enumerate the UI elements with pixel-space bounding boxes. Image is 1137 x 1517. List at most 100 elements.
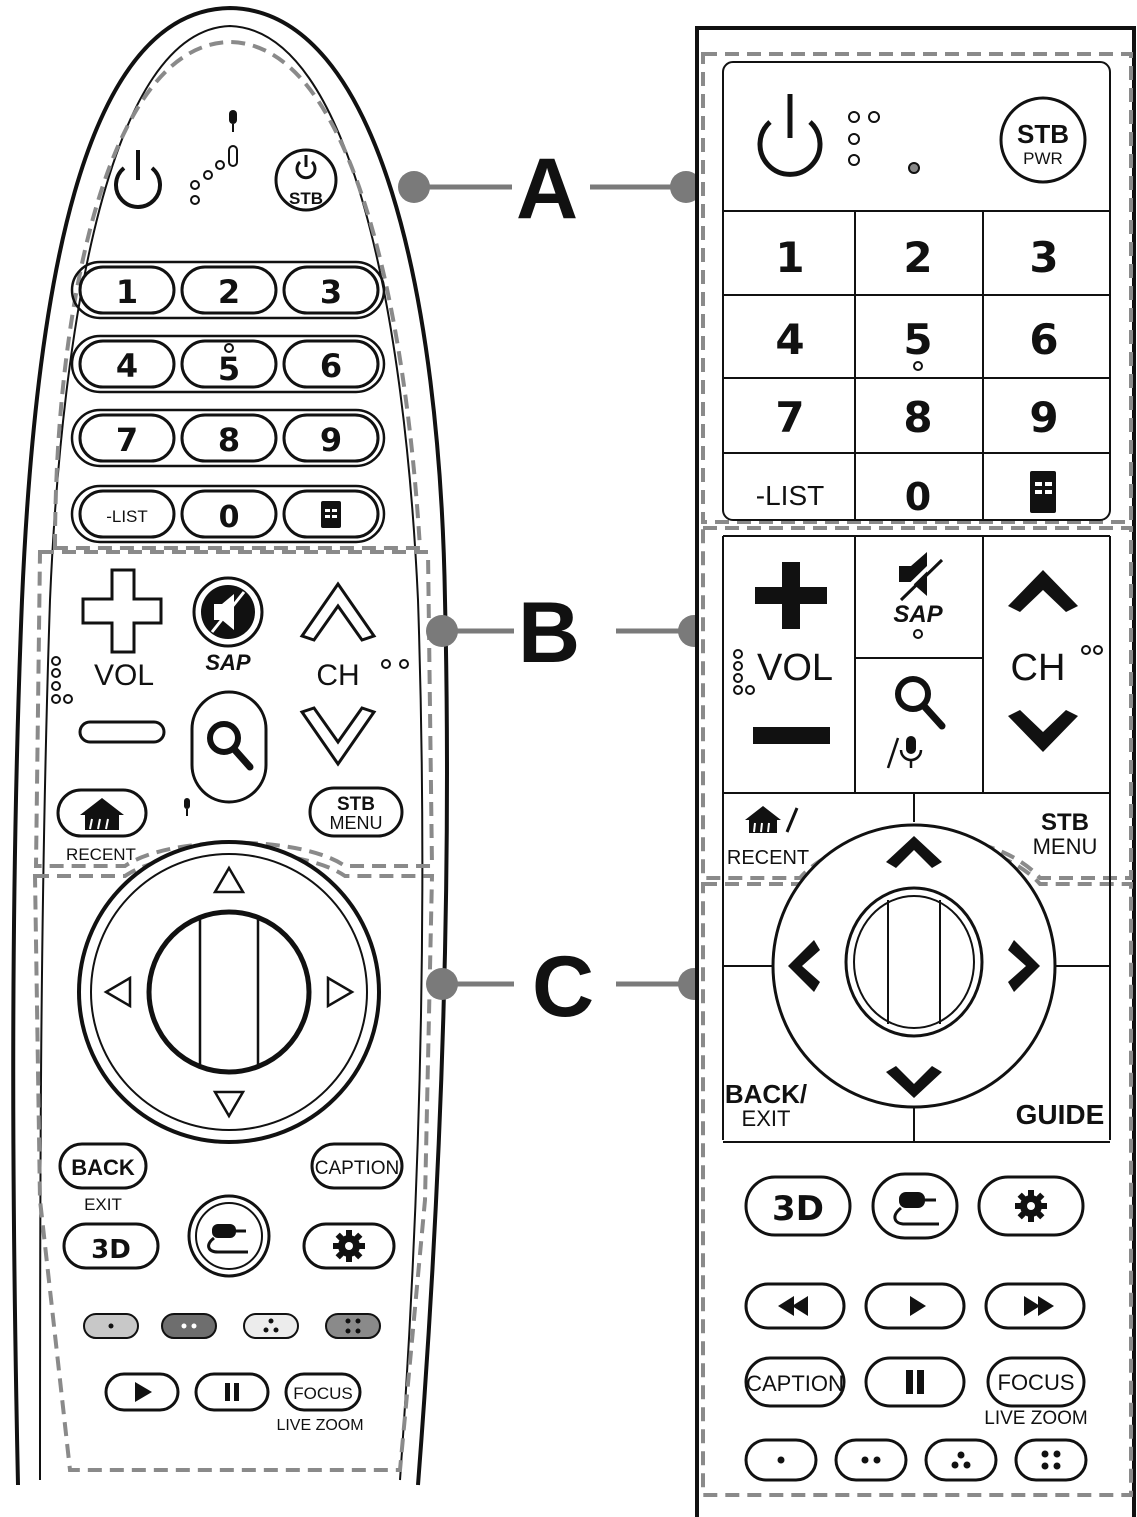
left-pause-button[interactable] [194, 1372, 270, 1412]
left-green-button[interactable] [161, 1313, 217, 1339]
left-stb-menu-button[interactable]: STB MENU [308, 786, 404, 838]
right-key-8[interactable]: 8 [903, 393, 932, 442]
left-home-button[interactable] [56, 788, 148, 838]
right-sap-dot-icon [913, 629, 923, 639]
left-key-6[interactable]: 6 [282, 339, 380, 389]
right-wheel-button[interactable] [844, 886, 984, 1038]
right-dpad-right-icon[interactable] [1008, 940, 1040, 992]
right-3d-button[interactable]: 3D [744, 1175, 852, 1237]
right-mic-icon [886, 736, 923, 769]
right-back-label[interactable]: BACK/ [725, 1079, 807, 1109]
left-vol-label: VOL [94, 659, 154, 692]
fast-forward-icon [1024, 1296, 1054, 1316]
right-key-1[interactable]: 1 [775, 233, 804, 282]
right-ch-up-button[interactable] [1008, 570, 1078, 612]
right-yellow-button[interactable] [924, 1438, 998, 1482]
left-focus-button[interactable]: FOCUS [284, 1372, 362, 1412]
right-vol-dots-icon [733, 649, 755, 695]
right-channel-list-icon[interactable] [1030, 471, 1056, 513]
left-key-3[interactable]: 3 [282, 265, 380, 315]
left-yellow-button[interactable] [243, 1313, 299, 1339]
left-ch-up-button[interactable] [299, 581, 377, 642]
rewind-icon [778, 1296, 808, 1316]
left-key-2[interactable]: 2 [180, 265, 278, 315]
left-dpad-right-icon[interactable] [326, 975, 355, 1009]
left-play-button[interactable] [104, 1372, 180, 1412]
right-red-button[interactable] [744, 1438, 818, 1482]
left-back-label: BACK [71, 1155, 135, 1180]
left-ch-down-button[interactable] [299, 706, 377, 767]
right-fast-forward-button[interactable] [984, 1282, 1086, 1330]
right-dpad-left-icon[interactable] [788, 940, 820, 992]
left-key-9[interactable]: 9 [282, 413, 380, 463]
right-mute-icon[interactable] [895, 552, 944, 602]
left-key-0[interactable]: 0 [180, 489, 278, 539]
left-blue-button[interactable] [325, 1313, 381, 1339]
left-dpad-down-icon[interactable] [212, 1090, 246, 1119]
right-key-4[interactable]: 4 [775, 315, 804, 364]
right-key-9[interactable]: 9 [1029, 393, 1058, 442]
right-green-button[interactable] [834, 1438, 908, 1482]
left-key-4[interactable]: 4 [78, 339, 176, 389]
right-key-6[interactable]: 6 [1029, 315, 1058, 364]
input-icon [207, 1224, 248, 1254]
right-rewind-button[interactable] [744, 1282, 846, 1330]
left-3d-button[interactable]: 3D [62, 1222, 160, 1270]
right-list-button[interactable]: -LIST [756, 480, 824, 511]
right-blue-button[interactable] [1014, 1438, 1088, 1482]
left-key-9-label: 9 [320, 421, 342, 459]
right-power-icon[interactable] [757, 94, 823, 177]
left-vol-up-button[interactable] [81, 568, 163, 654]
left-key-1[interactable]: 1 [78, 265, 176, 315]
right-key-2[interactable]: 2 [903, 233, 932, 282]
right-caption-button[interactable]: CAPTION [744, 1356, 846, 1408]
right-stb-pwr-button[interactable]: STB PWR [999, 96, 1087, 184]
left-key-8[interactable]: 8 [180, 413, 278, 463]
right-home-icon[interactable] [745, 806, 799, 833]
left-dpad[interactable] [77, 840, 381, 1144]
right-vol-down-button[interactable] [753, 727, 830, 744]
right-input-button[interactable] [871, 1172, 959, 1240]
mute-icon [210, 591, 246, 633]
right-key-3[interactable]: 3 [1029, 233, 1058, 282]
right-dpad-down-icon[interactable] [886, 1066, 942, 1098]
power-icon[interactable] [114, 150, 162, 209]
right-key-5[interactable]: 5 [903, 315, 932, 364]
right-focus-label: FOCUS [998, 1370, 1075, 1395]
left-sap-label: SAP [205, 650, 251, 675]
left-key-7[interactable]: 7 [78, 413, 176, 463]
left-list-button[interactable]: -LIST [78, 489, 176, 539]
left-dpad-up-icon[interactable] [212, 865, 246, 894]
right-remote: STB PWR 1 2 3 4 5 6 7 8 9 -LIST 0 VOL [695, 26, 1136, 1517]
right-settings-button[interactable] [977, 1175, 1085, 1237]
left-search-button[interactable] [190, 690, 268, 804]
stb-power-button[interactable]: STB [274, 148, 338, 212]
right-stb-menu-line1[interactable]: STB [1041, 809, 1089, 836]
right-search-icon[interactable] [895, 676, 946, 730]
right-exit-label[interactable]: EXIT [742, 1106, 791, 1131]
left-back-button[interactable]: BACK [58, 1142, 148, 1190]
left-mute-button[interactable] [192, 576, 264, 648]
right-play-button[interactable] [864, 1282, 966, 1330]
right-pause-button[interactable] [864, 1356, 966, 1408]
right-key-0[interactable]: 0 [905, 475, 931, 519]
left-key-5[interactable]: 5 [180, 339, 278, 389]
left-red-button[interactable] [83, 1313, 139, 1339]
left-wheel-button[interactable] [146, 909, 312, 1075]
right-vol-up-button[interactable] [755, 562, 827, 629]
left-vol-down-button[interactable] [78, 720, 166, 744]
right-dpad-up-icon[interactable] [886, 836, 942, 868]
channel-list-icon [321, 501, 341, 528]
left-settings-button[interactable] [302, 1222, 396, 1270]
left-guide-list-button[interactable] [282, 489, 380, 539]
right-key-7[interactable]: 7 [775, 393, 804, 442]
right-guide-button[interactable]: GUIDE [1016, 1099, 1105, 1130]
left-input-button[interactable] [187, 1194, 271, 1278]
right-dpad[interactable] [771, 823, 1057, 1109]
left-dpad-left-icon[interactable] [103, 975, 132, 1009]
left-caption-button[interactable]: CAPTION [310, 1142, 404, 1190]
right-ch-down-button[interactable] [1008, 710, 1078, 752]
right-stb-menu-line2[interactable]: MENU [1033, 834, 1098, 859]
right-focus-button[interactable]: FOCUS [986, 1356, 1086, 1408]
